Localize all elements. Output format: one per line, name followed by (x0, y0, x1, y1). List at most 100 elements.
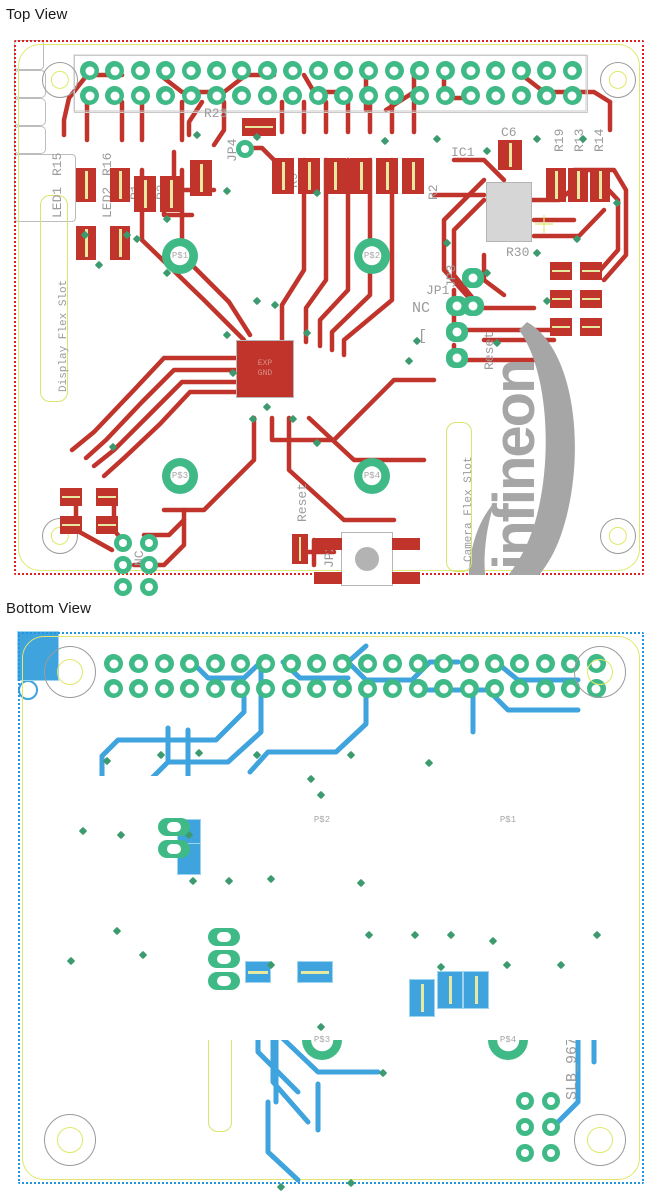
header-pad[interactable] (435, 61, 455, 80)
header-pad-hole[interactable] (286, 684, 296, 694)
smd-r30-3[interactable] (580, 290, 602, 308)
jp1-hole-2[interactable] (452, 353, 462, 363)
smd-bl-1-marking[interactable] (98, 495, 116, 499)
smd-res-top-2-marking[interactable] (199, 163, 203, 193)
header-pad[interactable] (105, 61, 125, 80)
header-pad[interactable] (334, 86, 353, 106)
smd-r23[interactable] (242, 118, 276, 136)
header-pad-hole[interactable] (134, 684, 144, 694)
header-pad[interactable] (332, 654, 352, 673)
s1-pad-3[interactable] (392, 572, 420, 584)
header-pad[interactable] (281, 679, 301, 699)
smd-res-top-7-marking[interactable] (385, 161, 389, 191)
smd-res-top-0-marking[interactable] (143, 179, 147, 209)
header-pad-hole[interactable] (237, 91, 247, 101)
jp4-pad[interactable] (236, 140, 254, 158)
header-pad-hole[interactable] (490, 659, 499, 668)
header-pad-hole[interactable] (540, 684, 550, 694)
smd-r30-1[interactable] (580, 262, 602, 280)
header-pad-hole[interactable] (415, 66, 425, 75)
smd-top-0[interactable] (76, 168, 96, 202)
header-pad[interactable] (383, 654, 403, 673)
smd-rbank-0-marking[interactable] (554, 171, 558, 199)
header-pad-hole[interactable] (186, 91, 196, 101)
test-pad-hole[interactable] (547, 1097, 555, 1105)
smd-rbank-0[interactable] (546, 168, 566, 202)
header-pad-hole[interactable] (542, 66, 552, 75)
header-pad[interactable] (154, 654, 174, 673)
smd-rbank-1-marking[interactable] (576, 171, 580, 199)
jp2-pad-2[interactable] (114, 556, 132, 574)
header-pad-hole[interactable] (288, 91, 298, 101)
jp2-hole-4[interactable] (119, 583, 127, 591)
smd-c4-1[interactable] (437, 971, 463, 1009)
header-pad[interactable] (384, 86, 404, 106)
smd-res-top-7[interactable] (376, 158, 398, 194)
header-pad[interactable] (511, 86, 531, 106)
test-pad[interactable] (516, 1118, 534, 1136)
s1-pad-2[interactable] (392, 538, 420, 550)
smd-r12-marking[interactable] (301, 970, 329, 974)
smd-d1[interactable] (245, 961, 271, 983)
header-pad-hole[interactable] (313, 91, 323, 101)
header-pad-hole[interactable] (288, 66, 298, 75)
header-pad[interactable] (308, 86, 328, 106)
jp3-pad-1[interactable] (462, 296, 484, 316)
header-pad-hole[interactable] (440, 91, 450, 101)
jp2-hole-0[interactable] (119, 539, 127, 547)
header-pad[interactable] (256, 679, 276, 699)
header-pad-hole[interactable] (135, 91, 145, 101)
header-pad[interactable] (257, 86, 277, 106)
header-pad-hole[interactable] (464, 684, 474, 694)
header-pad[interactable] (461, 61, 480, 80)
smd-c6-marking[interactable] (508, 143, 512, 167)
header-pad[interactable] (510, 654, 530, 673)
via[interactable] (276, 1182, 286, 1192)
header-pad[interactable] (105, 86, 125, 106)
smd-r30-2-marking[interactable] (552, 297, 570, 301)
smd-c4-0[interactable] (409, 979, 435, 1017)
header-pad[interactable] (80, 61, 99, 80)
header-pad[interactable] (129, 679, 149, 699)
header-pad[interactable] (434, 654, 454, 673)
test-pad-hole[interactable] (521, 1123, 529, 1131)
test-pad[interactable] (542, 1144, 560, 1162)
oval-pad-2[interactable] (208, 928, 240, 946)
header-pad[interactable] (561, 679, 581, 699)
header-pad[interactable] (181, 61, 201, 80)
smd-res-top-3-marking[interactable] (281, 161, 285, 191)
smd-r30-3-marking[interactable] (582, 297, 600, 301)
header-pad-hole[interactable] (439, 684, 449, 694)
oval-hole-3[interactable] (217, 954, 231, 964)
header-pad-hole[interactable] (210, 684, 220, 694)
smd-top-0-marking[interactable] (84, 171, 88, 199)
header-pad[interactable] (535, 654, 555, 673)
header-pad[interactable] (207, 61, 226, 80)
header-pad[interactable] (154, 679, 174, 699)
header-pad[interactable] (485, 654, 504, 673)
oval-hole-1[interactable] (167, 844, 181, 854)
header-pad-hole[interactable] (85, 91, 94, 101)
header-pad[interactable] (510, 679, 530, 699)
header-pad-hole[interactable] (159, 659, 169, 668)
header-pad-hole[interactable] (363, 659, 372, 668)
smd-c5[interactable] (292, 534, 308, 564)
header-pad[interactable] (232, 86, 252, 106)
header-pad-hole[interactable] (363, 684, 372, 694)
header-pad[interactable] (283, 61, 303, 80)
header-pad[interactable] (435, 86, 455, 106)
jp2-hole-1[interactable] (145, 539, 153, 547)
jp1-pad-0[interactable] (446, 296, 468, 316)
header-pad[interactable] (281, 654, 301, 673)
smd-bl-1[interactable] (96, 488, 118, 506)
header-pad-hole[interactable] (212, 91, 221, 101)
jp3-hole-1[interactable] (468, 301, 478, 311)
header-pad-hole[interactable] (466, 66, 475, 75)
test-pad[interactable] (542, 1118, 560, 1136)
header-pad[interactable] (207, 86, 226, 106)
header-pad[interactable] (359, 61, 379, 80)
smd-bl-2-marking[interactable] (62, 523, 80, 527)
smd-c5-marking[interactable] (299, 537, 302, 561)
header-pad[interactable] (459, 679, 479, 699)
header-pad-hole[interactable] (313, 66, 323, 75)
